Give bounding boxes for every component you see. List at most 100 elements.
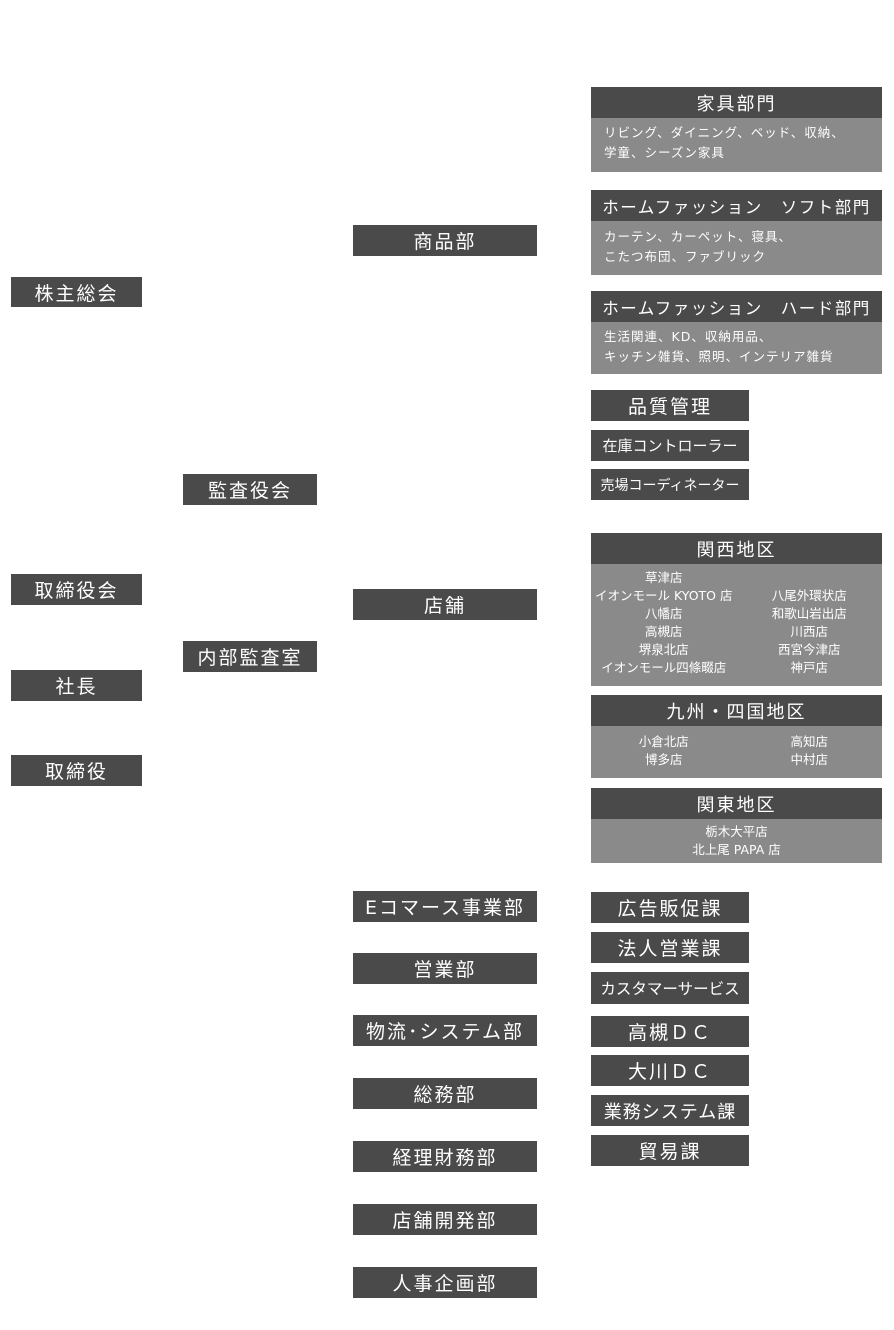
store-name: 川西店	[790, 624, 828, 639]
logistics-dept-label: 物流･システム部	[366, 1021, 524, 1043]
takatsuki-dc-box: 高槻ＤＣ	[591, 1016, 749, 1047]
inventory-controller-label: 在庫コントローラー	[602, 437, 738, 455]
advertising-section-label: 広告販促課	[617, 898, 723, 920]
store-name: 和歌山岩出店	[771, 606, 847, 621]
store-name: 堺泉北店	[638, 642, 689, 657]
director-box: 取締役	[11, 755, 142, 786]
store-name: 高知店	[790, 734, 828, 749]
hard-division-title: ホームファッション ハード部門	[602, 298, 871, 318]
shareholders-meeting-box: 株主総会	[11, 277, 142, 307]
audit-board-label: 監査役会	[207, 480, 292, 502]
store-row: 草津店	[591, 569, 882, 587]
store-row: 博多店 中村店	[591, 751, 882, 769]
quality-control-box: 品質管理	[591, 390, 749, 421]
corporate-sales-section-box: 法人営業課	[591, 932, 749, 963]
kyushu-shikoku-region-title: 九州・四国地区	[666, 701, 807, 723]
hard-division-header: ホームファッション ハード部門	[591, 291, 882, 322]
furniture-division-detail: リビング、ダイニング、ベッド、収納、 学童、シーズン家具	[591, 118, 882, 172]
store-name: 西宮今津店	[777, 642, 841, 657]
merchandise-dept-label: 商品部	[413, 231, 477, 253]
quality-control-label: 品質管理	[627, 396, 712, 418]
store-name: 高槻店	[644, 624, 683, 639]
store-row: 八幡店 和歌山岩出店	[591, 605, 882, 623]
sales-dept-label: 営業部	[413, 959, 477, 981]
stores-dept-box: 店舗	[353, 589, 537, 620]
store-name	[737, 569, 883, 587]
detail-line: 生活関連、KD、収納用品、	[604, 329, 773, 344]
detail-line: キッチン雑貨、照明、インテリア雑貨	[604, 349, 834, 364]
store-row: イオンモール四條畷店 神戸店	[591, 659, 882, 677]
store-row: 高槻店 川西店	[591, 623, 882, 641]
okawa-dc-label: 大川ＤＣ	[627, 1061, 712, 1083]
okawa-dc-box: 大川ＤＣ	[591, 1055, 749, 1086]
store-name: 博多店	[644, 752, 683, 767]
director-label: 取締役	[44, 761, 108, 783]
internal-audit-label: 内部監査室	[197, 647, 303, 669]
detail-line: カーテン、カーペット、寝具、	[604, 229, 793, 244]
business-systems-section-box: 業務システム課	[591, 1095, 749, 1126]
store-name: イオンモール四條畷店	[601, 660, 727, 675]
board-of-directors-label: 取締役会	[34, 580, 119, 602]
general-affairs-dept-box: 総務部	[353, 1078, 537, 1109]
store-development-dept-label: 店舗開発部	[392, 1210, 498, 1232]
kansai-region-title: 関西地区	[696, 539, 777, 561]
inventory-controller-box: 在庫コントローラー	[591, 430, 749, 461]
store-name: 神戸店	[790, 660, 828, 675]
customer-service-section-box: カスタマーサービス	[591, 972, 749, 1004]
general-affairs-dept-label: 総務部	[413, 1084, 477, 1106]
store-name: 栃木大平店	[705, 824, 768, 839]
sales-dept-box: 営業部	[353, 953, 537, 984]
hr-planning-dept-label: 人事企画部	[392, 1273, 498, 1295]
hard-division-detail: 生活関連、KD、収納用品、 キッチン雑貨、照明、インテリア雑貨	[591, 322, 882, 374]
store-row: 小倉北店 高知店	[591, 733, 882, 751]
soft-division-header: ホームファッション ソフト部門	[591, 190, 882, 221]
store-row: 堺泉北店 西宮今津店	[591, 641, 882, 659]
floor-coordinator-label: 売場コーディネーター	[600, 477, 740, 494]
advertising-section-box: 広告販促課	[591, 892, 749, 923]
audit-board-box: 監査役会	[183, 474, 317, 505]
soft-division-detail: カーテン、カーペット、寝具、 こたつ布団、ファブリック	[591, 221, 882, 275]
kanto-store-list: 栃木大平店 北上尾 PAPA 店	[591, 819, 882, 863]
business-systems-section-label: 業務システム課	[603, 1101, 737, 1123]
detail-line: 学童、シーズン家具	[604, 145, 725, 160]
store-name: 小倉北店	[638, 734, 689, 749]
store-development-dept-box: 店舗開発部	[353, 1204, 537, 1235]
detail-line: リビング、ダイニング、ベッド、収納、	[604, 125, 845, 140]
furniture-division-header: 家具部門	[591, 87, 882, 118]
kansai-store-list: 草津店 イオンモール KYOTO 店 八尾外環状店 八幡店 和歌山岩出店 高槻店…	[591, 564, 882, 686]
board-of-directors-box: 取締役会	[11, 574, 142, 605]
accounting-dept-label: 経理財務部	[392, 1147, 498, 1169]
store-name: イオンモール KYOTO 店	[595, 588, 733, 603]
customer-service-section-label: カスタマーサービス	[600, 980, 740, 998]
floor-coordinator-box: 売場コーディネーター	[591, 469, 749, 500]
ecommerce-dept-label: Eコマース事業部	[364, 897, 526, 919]
store-name: 八幡店	[644, 606, 683, 621]
store-name: 草津店	[644, 570, 683, 585]
store-name: 北上尾 PAPA 店	[692, 842, 781, 857]
store-name: 八尾外環状店	[771, 588, 847, 603]
president-label: 社長	[55, 676, 98, 698]
hr-planning-dept-box: 人事企画部	[353, 1267, 537, 1298]
corporate-sales-section-label: 法人営業課	[617, 938, 723, 960]
store-name: 中村店	[790, 752, 828, 767]
shareholders-meeting-label: 株主総会	[34, 282, 119, 305]
ecommerce-dept-box: Eコマース事業部	[353, 891, 537, 922]
president-box: 社長	[11, 670, 142, 701]
trade-section-label: 貿易課	[638, 1141, 702, 1163]
store-row: イオンモール KYOTO 店 八尾外環状店	[591, 587, 882, 605]
accounting-dept-box: 経理財務部	[353, 1141, 537, 1172]
stores-dept-label: 店舗	[423, 595, 466, 617]
kyushu-shikoku-region-header: 九州・四国地区	[591, 695, 882, 726]
detail-line: こたつ布団、ファブリック	[604, 249, 767, 264]
soft-division-title: ホームファッション ソフト部門	[602, 197, 871, 217]
internal-audit-box: 内部監査室	[183, 641, 317, 672]
takatsuki-dc-label: 高槻ＤＣ	[627, 1022, 712, 1044]
furniture-division-title: 家具部門	[696, 93, 777, 115]
kanto-region-header: 関東地区	[591, 788, 882, 819]
kansai-region-header: 関西地区	[591, 533, 882, 564]
logistics-dept-box: 物流･システム部	[353, 1015, 537, 1046]
kanto-region-title: 関東地区	[696, 794, 777, 816]
trade-section-box: 貿易課	[591, 1135, 749, 1166]
kyushu-shikoku-store-list: 小倉北店 高知店 博多店 中村店	[591, 726, 882, 778]
merchandise-dept-box: 商品部	[353, 225, 537, 256]
